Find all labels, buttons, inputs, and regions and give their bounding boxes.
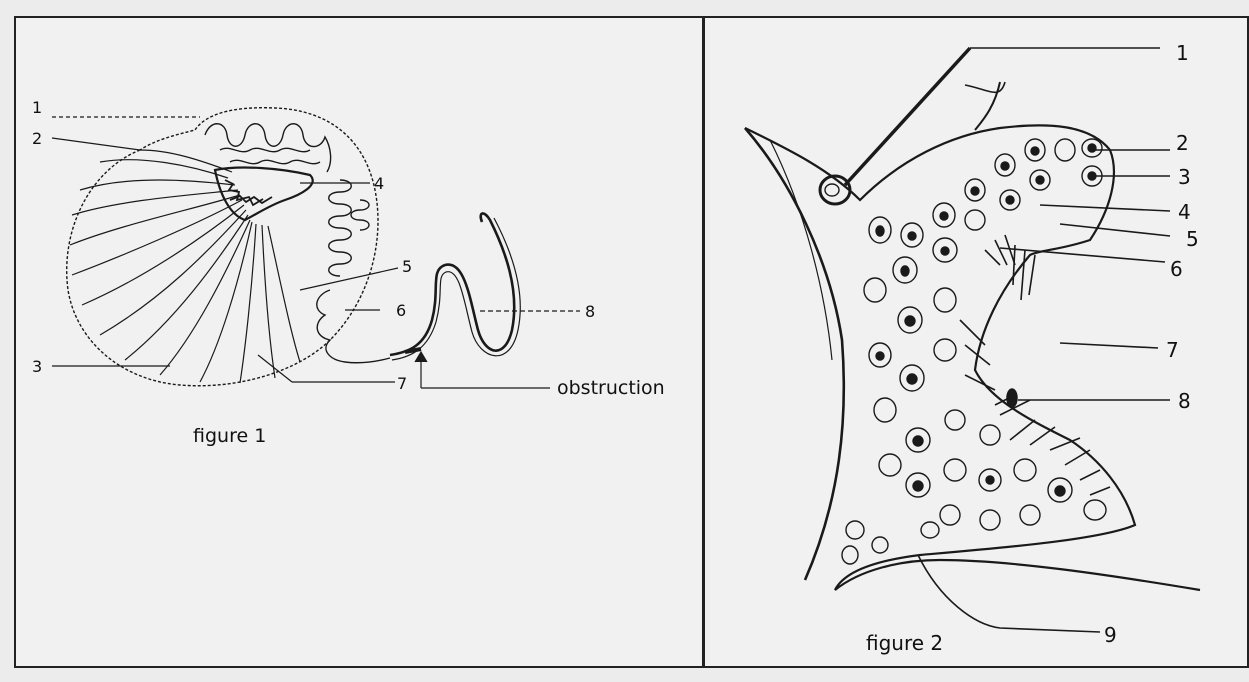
epididymis-body (329, 180, 352, 276)
fig1-label-6: 6 (396, 301, 406, 320)
fig2-label-1: 1 (1176, 41, 1189, 65)
epithelium-outline (745, 125, 1200, 590)
epididymis-tail (317, 290, 390, 363)
fig1-label-7: 7 (397, 374, 407, 393)
epithelium-diagram (745, 48, 1200, 632)
figure-2-caption: figure 2 (866, 631, 943, 655)
figure-1-caption: figure 1 (193, 425, 266, 447)
rete-testis (215, 168, 313, 220)
obstruction-label: obstruction (557, 377, 665, 399)
fig2-label-6: 6 (1170, 257, 1183, 281)
fig1-label-2: 2 (32, 129, 42, 148)
fig1-label-8: 8 (585, 302, 595, 321)
fig2-label-7: 7 (1166, 338, 1179, 362)
figure-1-leaders (52, 117, 580, 388)
fig1-label-1: 1 (32, 98, 42, 117)
sperm-tails (960, 235, 1110, 495)
fig2-label-2: 2 (1176, 131, 1189, 155)
fig2-label-8: 8 (1178, 389, 1191, 413)
epithelial-cells (820, 139, 1106, 564)
fig2-label-9: 9 (1104, 623, 1117, 647)
figure-2-leaders (845, 48, 1170, 632)
sperm-head (1007, 389, 1017, 407)
figure-1-labels: 1 2 3 4 5 6 7 8 obstruction figure 1 (32, 98, 665, 447)
fig1-label-3: 3 (32, 357, 42, 376)
vas-deferens (390, 213, 514, 355)
fig1-label-5: 5 (402, 257, 412, 276)
fig1-label-4: 4 (374, 174, 384, 193)
fig2-label-5: 5 (1186, 227, 1199, 251)
testis-diagram (52, 108, 580, 388)
fig2-label-3: 3 (1178, 165, 1191, 189)
seminiferous-tubules (70, 150, 300, 383)
fig2-label-4: 4 (1178, 200, 1191, 224)
